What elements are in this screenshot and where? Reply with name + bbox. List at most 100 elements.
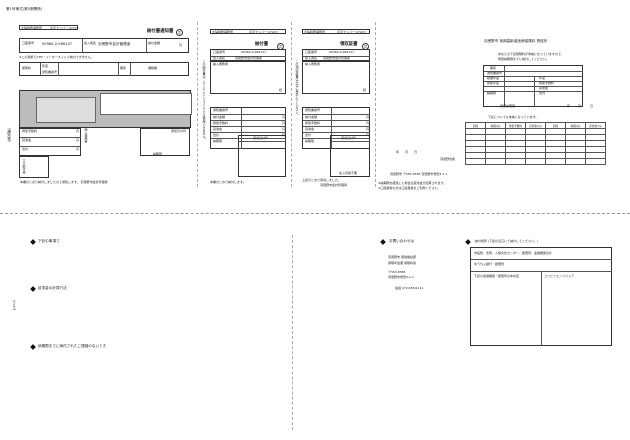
notice-note-1: ※納期限を経過した場合は延滞金が加算されます。 (378, 181, 447, 185)
slip3-header-id-box: 太陽税務事務所 表示ナンバー 07223 (302, 29, 370, 34)
slip3-row-no: 通知書番号 (305, 108, 321, 112)
slip3-account-box: 口座番号 00960-0-966147 加入者名 羽曳野市会計管理者 (302, 49, 370, 61)
slip2-honorific: 様 (279, 88, 283, 92)
history-cell (545, 158, 566, 165)
slip3-yen-3: 円 (366, 126, 370, 131)
notice-issuer: 羽曳野市 〒583-8585 羽曳野市誉田4-1-1 (390, 172, 448, 176)
slip2-footer: 本書のとおり納付します。 (210, 180, 246, 184)
slip3-stamp-box: 領収日付印 収入印紙不要 (330, 135, 370, 177)
history-cell (525, 158, 546, 165)
notice-line-2: 督促納期限までに納付してください。 (498, 57, 549, 61)
history-cell (505, 158, 526, 165)
slip2-row-no: 通知書番号 (213, 108, 229, 112)
slip3-row-amount: 納付金額 (305, 114, 318, 119)
back-side-label: (うら) (12, 300, 17, 311)
notice-due-year: 年 (567, 104, 571, 108)
place-bullet-icon (465, 239, 471, 245)
slip1-due-label: 納期限 (153, 152, 163, 156)
slip2-yen-1: 円 (282, 114, 286, 119)
slip3-payer-box: 納入義務者 様 (302, 61, 370, 94)
slip2-account-box: 口座番号 00960-0-966147 加入者名 羽曳野市会計管理者 (210, 49, 286, 61)
contact-line-2: 保険年金課 保険料係 (388, 261, 416, 265)
slip1-id-2: 表示ナンバー 07223 (50, 25, 79, 30)
slip2-header-id-box: 太陽税務事務所 表示ナンバー 07223 (210, 29, 286, 34)
slip1-insurance-label: 保険料 (22, 66, 32, 70)
slip3-payee-label: 加入者名 (305, 56, 318, 60)
slip3-yen-1: 円 (366, 114, 370, 119)
notice-due-header: 督促納期限 (500, 104, 516, 108)
slip1-item-period: 期別 (120, 66, 127, 70)
slip3-paid-date-label: 領収日付印 (341, 136, 357, 140)
notice-label-delay: 延滞金 (539, 86, 549, 90)
slip2-yen-4: 円 (282, 132, 286, 137)
slip1-side-label: (通知書) (7, 128, 12, 142)
slip2-title: 納付書 (255, 42, 269, 47)
notice-detail-table: 期別 通知書番号 賦課年度 年度 督促年度 督促手数料 延滞金 納期限 合計 (483, 65, 583, 107)
slip3-yen-4: 円 (366, 132, 370, 137)
slip2-row-amount: 納付金額 (213, 114, 226, 119)
slip3-payer-label: 納入義務者 (305, 62, 321, 66)
notice-label-due: 納期限 (487, 91, 497, 95)
slip3-title: 領収証書 (340, 42, 358, 47)
place-row-2: ゆうちょ銀行・郵便局 (474, 262, 505, 266)
notice-label-total: 合計 (539, 91, 546, 95)
slip2-row-total: 合計 (213, 132, 220, 137)
section2-bullet-icon (30, 286, 36, 292)
slip3-row-fee: 督促手数料 (305, 120, 321, 125)
slip1-payer-label: 納入義務者 (84, 128, 88, 143)
slip1-payee-label: 加入者名 (84, 41, 97, 45)
slip3-yen-2: 円 (366, 120, 370, 125)
slip1-item-row: 保険料 年度 通知書番号 期別 課税額 (19, 62, 189, 76)
contact-heading: お問い合わせは (389, 239, 415, 243)
place-row-3: 下記の金融機関・郵便局の本支店 (474, 274, 520, 278)
slip3-id-2: 表示ナンバー 07223 (337, 29, 366, 34)
slip1-fee-yen: 円 (76, 129, 80, 133)
slip1-account-label: 口座番号 (22, 41, 35, 45)
contact-bullet-icon (380, 239, 386, 245)
slip2-id-1: 太陽税務事務所 (212, 29, 234, 34)
history-cell (585, 158, 606, 165)
slip2-side-note: この納付書は、コンビニエンスストアでは使用できません。 (202, 60, 206, 141)
notice-city-mark: 羽曳野市長 (440, 157, 456, 161)
slip2-yen-3: 円 (282, 126, 286, 131)
slip1-item-tax: 課税額 (148, 66, 158, 70)
slip1-payee: 羽曳野市会計管理者 (98, 42, 131, 46)
notice-label-notice-year: 督促年度 (487, 81, 500, 85)
slip3-account-label: 口座番号 (305, 50, 318, 54)
slip1-footer: 本書のとおり納付しましたので通知します。 羽曳野市会計管理者 (20, 180, 108, 184)
slip1-circle-mark: 出 (176, 29, 183, 36)
slip3-footer-2: 羽曳野市会計管理者 (320, 183, 348, 187)
section3-heading: 納期限までに納付されたご連絡のないとき (38, 344, 107, 348)
slip1-note: ※この用紙でATM・インターネットで納付できません。 (19, 55, 94, 59)
slip3-row-due: 納期限 (305, 138, 315, 143)
notice-label-fee: 督促手数料 (539, 81, 555, 85)
slip1-item-year: 年度 (42, 64, 49, 68)
slip2-row-due: 納期限 (213, 138, 223, 143)
notice-line-1: あなたの下記保険料が未納になっていますので、 (498, 52, 564, 56)
slip2-account-label: 口座番号 (213, 50, 226, 54)
place-row-1: 市役所、支所、人権文化センター、郵便局、金融機関ほか (474, 251, 552, 255)
slip2-stamp-box: 領収日付印 (238, 135, 286, 177)
notice-label-period: 期別 (490, 66, 497, 70)
slip1-account-box: 口座番号 00960-0-966147 加入者名 羽曳野市会計管理者 納付金額 … (19, 38, 189, 53)
slip2-payee-label: 加入者名 (213, 56, 226, 60)
slip3-row-delay: 延滞金 (305, 126, 315, 131)
section1-heading: 下記の事項で (38, 239, 60, 243)
notice-date-year: 年 (396, 150, 400, 154)
notice-label-assess-year: 賦課年度 (487, 76, 500, 80)
slip1-stamp-box: 領収日付印 納期限 (140, 128, 190, 156)
history-cell (485, 158, 506, 165)
contact-line-5: 電話 072(958)1111 (395, 286, 424, 290)
slip3-account-no: 00960-0-966147 (329, 50, 355, 54)
slip1-amount-band (19, 90, 192, 128)
slip3-amount-table: 通知書番号 納付金額 円 督促手数料 円 延滞金 円 合計 円 納期限 (302, 107, 370, 149)
slip2-account-no: 00960-0-966147 (241, 50, 267, 54)
history-cell (565, 158, 586, 165)
slip2-row-fee: 督促手数料 (213, 120, 229, 125)
history-cell (465, 158, 486, 165)
section1-bullet-icon (30, 239, 36, 245)
slip3-row-total: 合計 (305, 132, 312, 137)
notice-history-table: 期別料額(円)督促手数料延滞金(円)期別料額(円)延滞金(円) (465, 122, 606, 165)
slip3-id-1: 太陽税務事務所 (304, 29, 326, 34)
slip2-payer-box: 納入義務者 様 (210, 61, 286, 94)
